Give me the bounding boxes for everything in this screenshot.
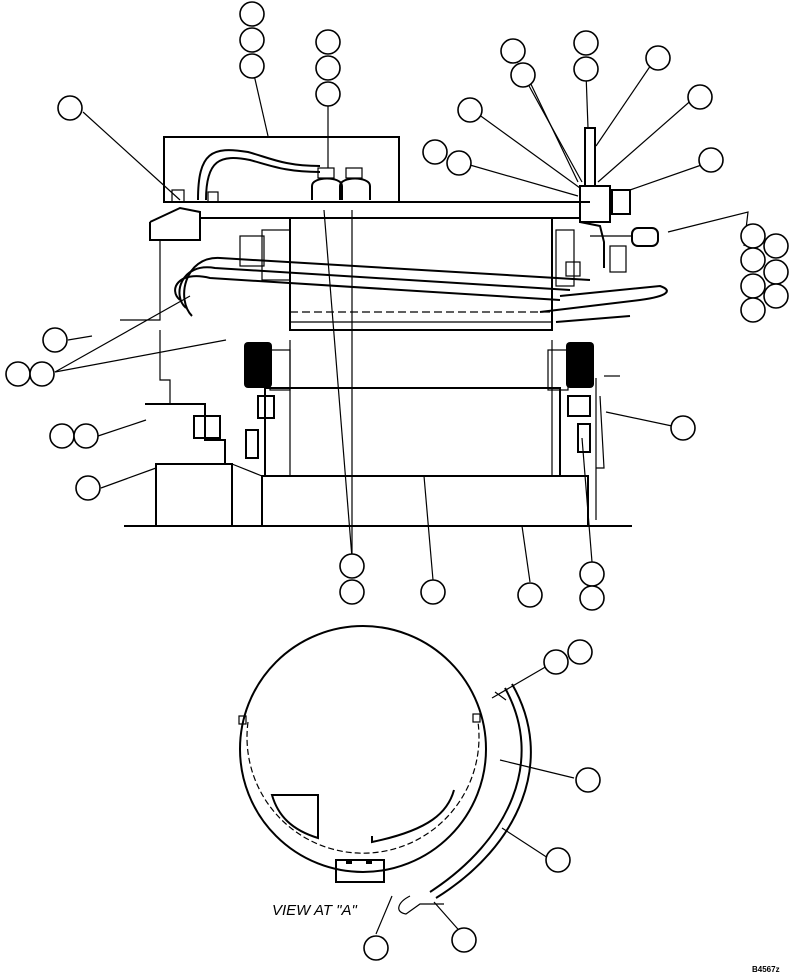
callout-circle xyxy=(315,29,341,55)
callout-circle xyxy=(29,361,55,387)
view-label: VIEW AT "A" xyxy=(272,902,357,919)
callout-circle xyxy=(510,62,536,88)
callout-bubble xyxy=(740,273,766,299)
side-view-assembly xyxy=(120,127,668,527)
callout-circle xyxy=(500,38,526,64)
callout-bubble xyxy=(740,223,766,249)
callout-bubble xyxy=(567,639,593,665)
callout-circle xyxy=(73,423,99,449)
callout-bubbles xyxy=(5,1,789,961)
callout-bubble xyxy=(315,81,341,107)
callout-circle xyxy=(698,147,724,173)
callout-bubble xyxy=(579,585,605,611)
callout-circle xyxy=(687,84,713,110)
callout-circle xyxy=(339,579,365,605)
callout-circle xyxy=(420,579,446,605)
callout-bubble xyxy=(500,38,526,64)
callout-circle xyxy=(740,223,766,249)
callout-circle xyxy=(670,415,696,441)
callout-bubble xyxy=(740,247,766,273)
callout-circle xyxy=(451,927,477,953)
callout-circle xyxy=(543,649,569,675)
callout-circle xyxy=(517,582,543,608)
callout-bubble xyxy=(543,649,569,675)
callout-bubble xyxy=(687,84,713,110)
callout-circle xyxy=(239,53,265,79)
callout-circle xyxy=(57,95,83,121)
callout-bubble xyxy=(75,475,101,501)
callout-bubble xyxy=(698,147,724,173)
callout-bubble xyxy=(763,283,789,309)
view-a-detail xyxy=(238,625,532,915)
callout-circle xyxy=(49,423,75,449)
callout-bubble xyxy=(763,259,789,285)
callout-circle xyxy=(740,273,766,299)
callout-circle xyxy=(422,139,448,165)
callout-circle xyxy=(339,553,365,579)
callout-circle xyxy=(42,327,68,353)
callout-bubble xyxy=(5,361,31,387)
callout-bubble xyxy=(446,150,472,176)
callout-bubble xyxy=(763,233,789,259)
callout-bubble xyxy=(457,97,483,123)
callout-circle xyxy=(239,1,265,27)
callout-circle xyxy=(75,475,101,501)
callout-bubble xyxy=(573,56,599,82)
callout-circle xyxy=(763,283,789,309)
callout-bubble xyxy=(451,927,477,953)
callout-circle xyxy=(363,935,389,961)
callout-bubble xyxy=(315,55,341,81)
callout-circle xyxy=(545,847,571,873)
callout-bubble xyxy=(239,53,265,79)
callout-bubble xyxy=(670,415,696,441)
callout-bubble xyxy=(49,423,75,449)
callout-circle xyxy=(645,45,671,71)
callout-circle xyxy=(567,639,593,665)
callout-circle xyxy=(579,585,605,611)
callout-circle xyxy=(763,259,789,285)
callout-bubble xyxy=(29,361,55,387)
callout-circle xyxy=(740,297,766,323)
callout-bubble xyxy=(339,553,365,579)
drawing-code: B4567z xyxy=(752,965,780,974)
callout-bubble xyxy=(420,579,446,605)
callout-bubble xyxy=(363,935,389,961)
callout-circle xyxy=(579,561,605,587)
callout-bubble xyxy=(315,29,341,55)
callout-bubble xyxy=(239,27,265,53)
callout-bubble xyxy=(645,45,671,71)
callout-bubble xyxy=(545,847,571,873)
callout-bubble xyxy=(339,579,365,605)
callout-circle xyxy=(575,767,601,793)
callout-bubble xyxy=(579,561,605,587)
callout-circle xyxy=(763,233,789,259)
callout-circle xyxy=(5,361,31,387)
callout-bubble xyxy=(57,95,83,121)
callout-bubble xyxy=(740,297,766,323)
callout-circle xyxy=(315,55,341,81)
callout-circle xyxy=(573,30,599,56)
callout-circle xyxy=(573,56,599,82)
callout-circle xyxy=(239,27,265,53)
callout-bubble xyxy=(239,1,265,27)
callout-bubble xyxy=(510,62,536,88)
callout-bubble xyxy=(42,327,68,353)
callout-circle xyxy=(446,150,472,176)
callout-bubble xyxy=(517,582,543,608)
callout-circle xyxy=(457,97,483,123)
callout-bubble xyxy=(575,767,601,793)
callout-bubble xyxy=(422,139,448,165)
callout-bubble xyxy=(573,30,599,56)
leader-lines xyxy=(54,61,749,937)
callout-bubble xyxy=(73,423,99,449)
callout-circle xyxy=(315,81,341,107)
callout-circle xyxy=(740,247,766,273)
